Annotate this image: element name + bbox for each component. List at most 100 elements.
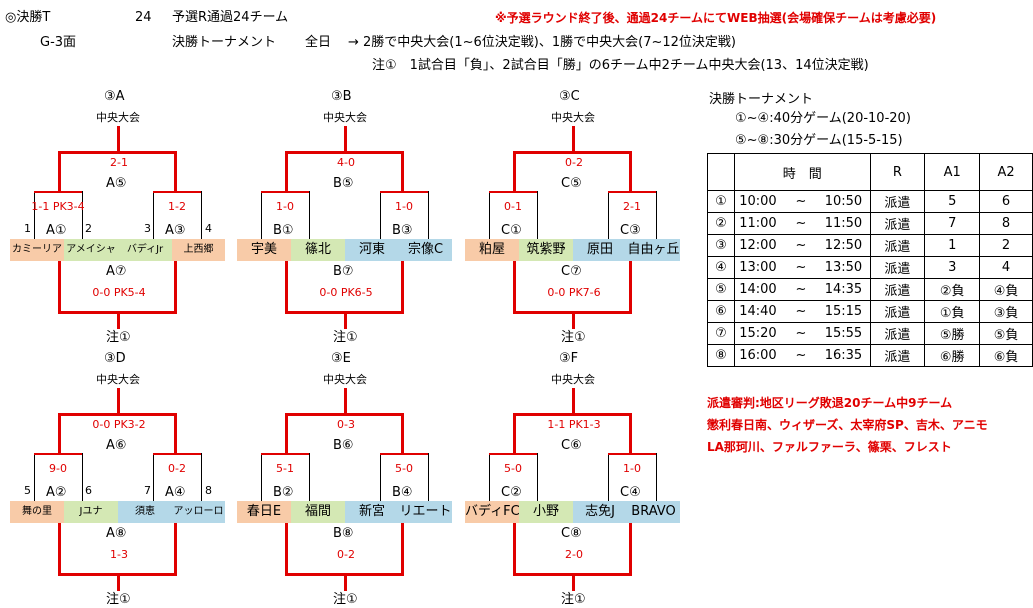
team-name: 福間 <box>291 501 345 523</box>
final-match: C⑤ <box>561 176 582 191</box>
left-semi-r <box>82 191 83 239</box>
team-name: 志免J <box>573 501 627 523</box>
schedule-no: ④ <box>707 256 735 279</box>
header-notice: ※予選ラウンド終了後、通過24チームにてWEB抽選(会場確保チームは考慮必要) <box>495 11 937 25</box>
team-name: 宗像C <box>399 239 452 261</box>
header-tournament: 決勝トーナメント <box>172 35 277 50</box>
final-line-top <box>572 388 575 414</box>
team-name: 河東 <box>345 239 399 261</box>
right-semi-red <box>153 453 201 455</box>
left-match: B② <box>273 485 294 500</box>
schedule-no: ⑤ <box>707 278 735 301</box>
schedule-time: 14:00~14:35 <box>733 278 871 301</box>
schedule-a1: ②負 <box>924 278 981 301</box>
final-match: C⑥ <box>561 438 582 453</box>
final-score: 0-0 PK3-2 <box>92 418 146 431</box>
seed-number: 5 <box>24 484 31 497</box>
team-name: Jユナ <box>64 501 118 523</box>
left-score: 1-1 PK3-4 <box>31 200 85 213</box>
time-start: 11:00 <box>739 216 777 231</box>
right-semi-l <box>153 453 154 501</box>
schedule-no: ⑥ <box>707 300 735 323</box>
schedule-header-no <box>707 153 735 191</box>
right-match: B④ <box>392 485 413 500</box>
loser-line-down <box>117 573 120 591</box>
bottom-note: 注① <box>106 592 131 607</box>
schedule-r: 派遣 <box>869 234 926 257</box>
final-line-left <box>285 413 288 453</box>
left-semi-l <box>261 453 262 501</box>
team-name: 新宮 <box>345 501 399 523</box>
time-sep: ~ <box>795 348 807 363</box>
referee-line1: 派遣審判:地区リーグ敗退20チーム中9チーム <box>707 396 953 410</box>
team-name: バディFC <box>465 501 519 523</box>
final-line-right <box>401 151 404 191</box>
final-line-left <box>58 413 61 453</box>
left-semi-l <box>489 453 490 501</box>
loser-match: A⑧ <box>106 526 127 541</box>
loser-line-left <box>58 261 61 313</box>
left-semi-red <box>261 191 309 193</box>
bracket-id: ③B <box>331 89 352 104</box>
time-end: 13:50 <box>824 260 863 275</box>
left-score: 0-1 <box>504 200 522 213</box>
time-start: 14:00 <box>739 282 777 297</box>
left-semi-l <box>34 453 35 501</box>
left-semi-r <box>309 191 310 239</box>
team-name: 筑紫野 <box>519 239 573 261</box>
loser-line-left <box>285 523 288 575</box>
schedule-r: 派遣 <box>869 190 926 213</box>
central-label: 中央大会 <box>96 111 140 124</box>
loser-line-left <box>58 523 61 575</box>
loser-match: C⑦ <box>561 264 582 279</box>
final-line-top <box>117 388 120 414</box>
loser-line-left <box>513 261 516 313</box>
left-semi-l <box>261 191 262 239</box>
bracket-id: ③E <box>331 351 351 366</box>
team-name: 春日E <box>237 501 291 523</box>
right-semi-l <box>608 191 609 239</box>
final-line-right <box>401 413 404 453</box>
final-line-right <box>174 151 177 191</box>
referee-line3: LA那珂川、ファルファーラ、篠栗、フレスト <box>707 440 952 454</box>
right-semi-r <box>201 453 202 501</box>
schedule-a1: ⑥勝 <box>924 344 981 367</box>
header-all-day: 全日 <box>305 35 332 50</box>
header-title: ◎決勝T <box>5 10 51 25</box>
schedule-time: 15:20~15:55 <box>733 322 871 345</box>
right-score: 5-0 <box>395 462 413 475</box>
schedule-r: 派遣 <box>869 344 926 367</box>
right-match: C④ <box>620 485 641 500</box>
team-name: 須恵 <box>118 501 172 523</box>
right-semi-l <box>380 453 381 501</box>
bottom-note: 注① <box>333 330 358 345</box>
schedule-r: 派遣 <box>869 212 926 235</box>
referee-line2: 懲利春日南、ウィザーズ、太宰府SP、吉木、アニモ <box>707 418 988 432</box>
time-end: 15:55 <box>824 326 863 341</box>
left-score: 5-1 <box>276 462 294 475</box>
team-name: 原田 <box>573 239 627 261</box>
loser-score: 2-0 <box>565 548 583 561</box>
left-score: 9-0 <box>49 462 67 475</box>
schedule-time: 13:00~13:50 <box>733 256 871 279</box>
left-score: 1-0 <box>276 200 294 213</box>
loser-line-right <box>174 523 177 575</box>
schedule-a1: 7 <box>924 212 981 235</box>
loser-line-down <box>344 311 347 329</box>
final-score: 0-2 <box>565 156 583 169</box>
time-end: 15:15 <box>824 304 863 319</box>
final-line-right <box>629 413 632 453</box>
loser-match: B⑧ <box>333 526 354 541</box>
schedule-a2: ⑤負 <box>979 322 1033 345</box>
time-sep: ~ <box>795 282 807 297</box>
schedule-no: ③ <box>707 234 735 257</box>
right-semi-red <box>608 191 656 193</box>
final-line-h <box>58 413 177 416</box>
right-score: 0-2 <box>168 462 186 475</box>
final-score: 2-1 <box>110 156 128 169</box>
